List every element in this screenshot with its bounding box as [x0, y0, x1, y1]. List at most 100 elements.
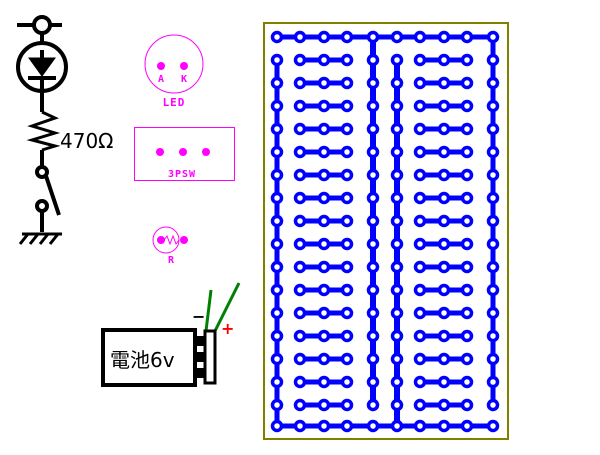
breadboard-hole[interactable]: [486, 237, 500, 251]
breadboard-hole[interactable]: [270, 260, 284, 274]
breadboard-hole[interactable]: [390, 260, 404, 274]
led-part[interactable]: A K LED: [144, 34, 204, 109]
breadboard-hole[interactable]: [460, 191, 474, 205]
battery-minus-lead[interactable]: [204, 289, 213, 332]
breadboard-hole[interactable]: [437, 306, 451, 320]
breadboard-hole[interactable]: [460, 419, 474, 433]
breadboard-hole[interactable]: [293, 329, 307, 343]
breadboard-hole[interactable]: [270, 306, 284, 320]
breadboard-hole[interactable]: [413, 306, 427, 320]
breadboard-hole[interactable]: [366, 53, 380, 67]
battery-plus-lead[interactable]: [213, 282, 241, 332]
breadboard-hole[interactable]: [437, 214, 451, 228]
breadboard-hole[interactable]: [293, 145, 307, 159]
breadboard-hole[interactable]: [460, 145, 474, 159]
switch-pin-1[interactable]: [156, 148, 164, 156]
breadboard-hole[interactable]: [437, 398, 451, 412]
breadboard-hole[interactable]: [293, 30, 307, 44]
breadboard-hole[interactable]: [390, 306, 404, 320]
breadboard-hole[interactable]: [486, 30, 500, 44]
breadboard-hole[interactable]: [413, 419, 427, 433]
breadboard-hole[interactable]: [317, 191, 331, 205]
breadboard-hole[interactable]: [340, 306, 354, 320]
breadboard-hole[interactable]: [413, 329, 427, 343]
breadboard-hole[interactable]: [413, 53, 427, 67]
breadboard-hole[interactable]: [366, 30, 380, 44]
breadboard-hole[interactable]: [460, 53, 474, 67]
breadboard-hole[interactable]: [460, 76, 474, 90]
breadboard-hole[interactable]: [460, 352, 474, 366]
breadboard-hole[interactable]: [460, 214, 474, 228]
breadboard-hole[interactable]: [317, 352, 331, 366]
breadboard-hole[interactable]: [366, 168, 380, 182]
breadboard-hole[interactable]: [413, 260, 427, 274]
breadboard-hole[interactable]: [413, 76, 427, 90]
breadboard-hole[interactable]: [437, 53, 451, 67]
breadboard-hole[interactable]: [413, 145, 427, 159]
breadboard-hole[interactable]: [293, 260, 307, 274]
breadboard-hole[interactable]: [460, 168, 474, 182]
breadboard-hole[interactable]: [366, 375, 380, 389]
breadboard-hole[interactable]: [366, 398, 380, 412]
resistor-part[interactable]: R: [152, 226, 188, 266]
breadboard-hole[interactable]: [270, 375, 284, 389]
breadboard-hole[interactable]: [413, 30, 427, 44]
breadboard-hole[interactable]: [460, 99, 474, 113]
breadboard-hole[interactable]: [340, 53, 354, 67]
breadboard-hole[interactable]: [270, 352, 284, 366]
breadboard-hole[interactable]: [317, 53, 331, 67]
breadboard-hole[interactable]: [340, 76, 354, 90]
breadboard-hole[interactable]: [293, 168, 307, 182]
breadboard-hole[interactable]: [437, 260, 451, 274]
breadboard-hole[interactable]: [486, 329, 500, 343]
breadboard-hole[interactable]: [293, 352, 307, 366]
breadboard-hole[interactable]: [293, 122, 307, 136]
breadboard-hole[interactable]: [293, 191, 307, 205]
breadboard-hole[interactable]: [293, 99, 307, 113]
breadboard-hole[interactable]: [293, 306, 307, 320]
breadboard-hole[interactable]: [486, 214, 500, 228]
breadboard-hole[interactable]: [340, 283, 354, 297]
breadboard-hole[interactable]: [270, 145, 284, 159]
breadboard-hole[interactable]: [460, 306, 474, 320]
breadboard-hole[interactable]: [270, 398, 284, 412]
breadboard-hole[interactable]: [486, 191, 500, 205]
breadboard-hole[interactable]: [413, 237, 427, 251]
breadboard-hole[interactable]: [390, 329, 404, 343]
breadboard-hole[interactable]: [340, 329, 354, 343]
breadboard-hole[interactable]: [340, 168, 354, 182]
breadboard-hole[interactable]: [366, 419, 380, 433]
breadboard-hole[interactable]: [340, 419, 354, 433]
breadboard-hole[interactable]: [317, 260, 331, 274]
breadboard-hole[interactable]: [437, 283, 451, 297]
breadboard-hole[interactable]: [366, 352, 380, 366]
breadboard-hole[interactable]: [486, 352, 500, 366]
breadboard-hole[interactable]: [340, 122, 354, 136]
breadboard-hole[interactable]: [437, 30, 451, 44]
breadboard-hole[interactable]: [486, 53, 500, 67]
breadboard-hole[interactable]: [366, 283, 380, 297]
breadboard-hole[interactable]: [486, 375, 500, 389]
resistor-pin-2[interactable]: [180, 236, 188, 244]
breadboard-hole[interactable]: [486, 306, 500, 320]
breadboard-hole[interactable]: [390, 76, 404, 90]
breadboard-hole[interactable]: [460, 237, 474, 251]
battery[interactable]: 電池6v − +: [101, 282, 241, 387]
breadboard-hole[interactable]: [270, 53, 284, 67]
breadboard-hole[interactable]: [460, 329, 474, 343]
breadboard-hole[interactable]: [317, 168, 331, 182]
breadboard-hole[interactable]: [340, 352, 354, 366]
breadboard-hole[interactable]: [366, 99, 380, 113]
breadboard-hole[interactable]: [366, 191, 380, 205]
breadboard-hole[interactable]: [317, 99, 331, 113]
led-pin-cathode[interactable]: [180, 62, 188, 70]
breadboard-hole[interactable]: [293, 237, 307, 251]
breadboard-hole[interactable]: [390, 191, 404, 205]
breadboard-hole[interactable]: [340, 214, 354, 228]
breadboard-hole[interactable]: [270, 419, 284, 433]
breadboard-hole[interactable]: [317, 329, 331, 343]
breadboard-hole[interactable]: [460, 122, 474, 136]
switch-pin-2[interactable]: [179, 148, 187, 156]
breadboard-hole[interactable]: [460, 283, 474, 297]
breadboard-hole[interactable]: [270, 122, 284, 136]
